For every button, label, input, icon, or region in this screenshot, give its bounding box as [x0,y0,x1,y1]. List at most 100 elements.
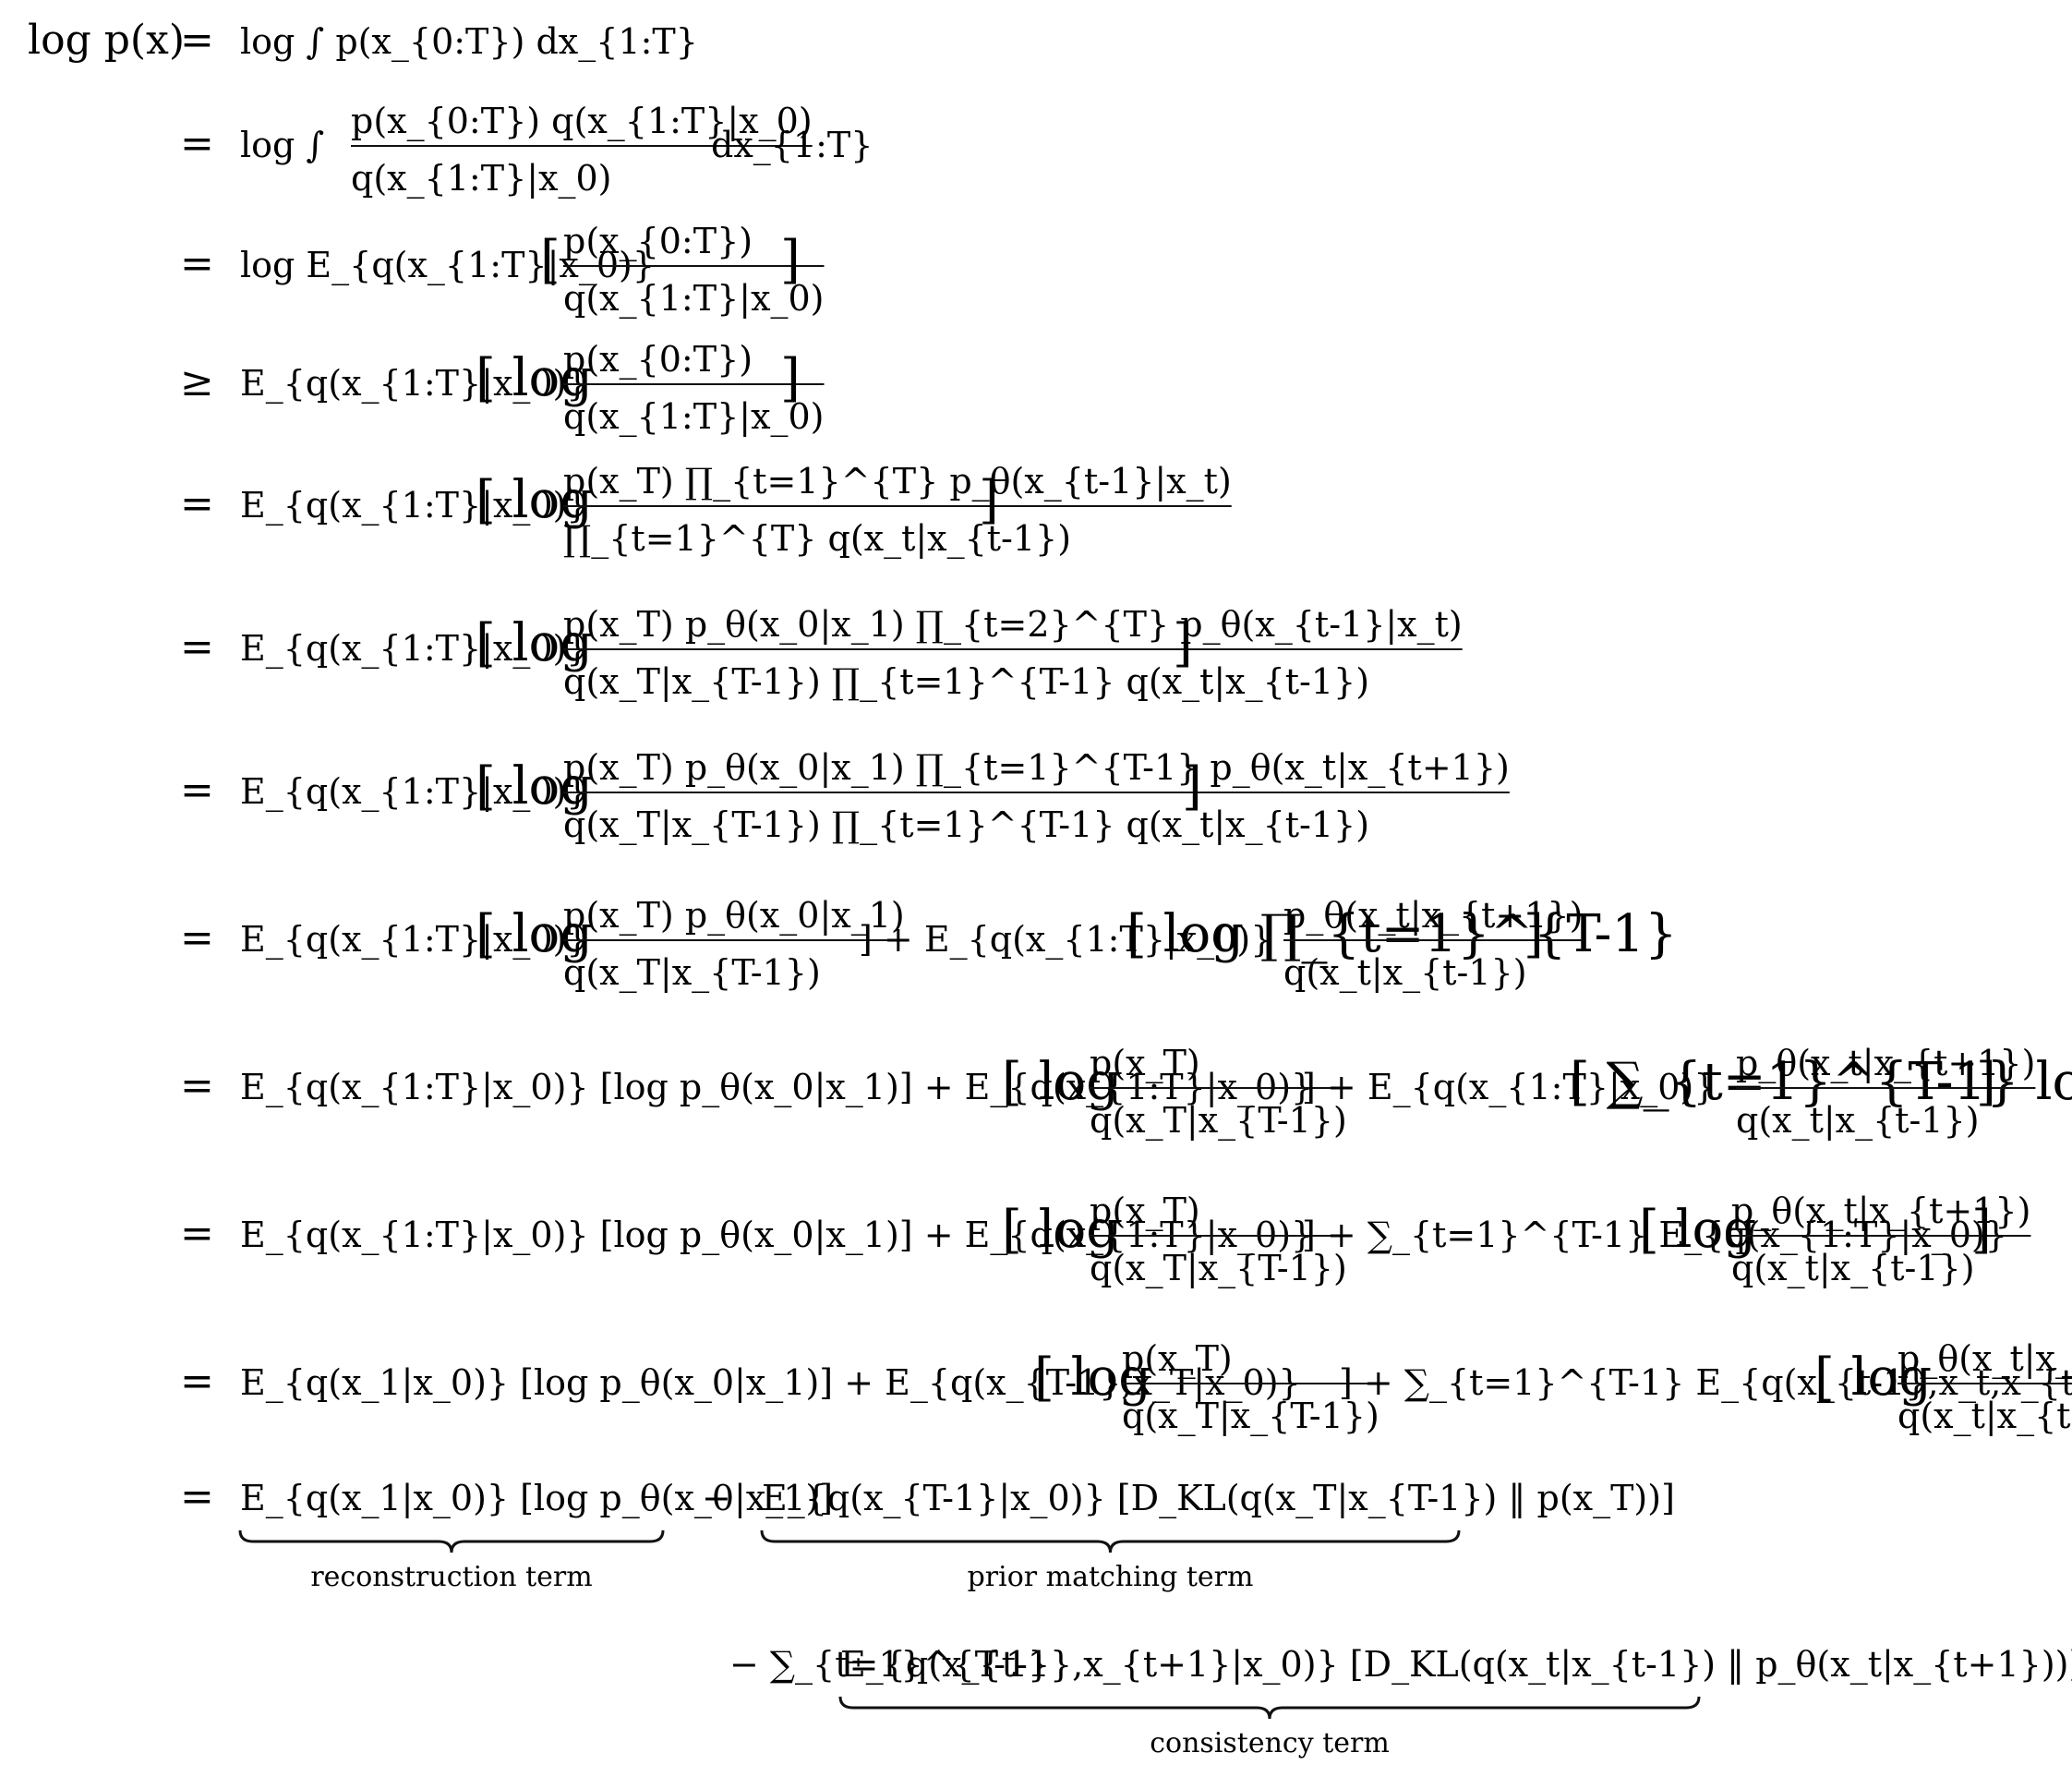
math-expression: [ log [476,613,593,673]
math-expression: E_{q(x_{1:T}|x_0)} [240,771,589,813]
derivation-line: =log ∫ p(x_{0:T}) dx_{1:T} [180,17,698,64]
derivation-line: =log E_{q(x_{1:T}|x_0)}[p(x_{0:T})q(x_{1… [180,221,825,320]
fraction-denominator: q(x_T|x_{T-1}) [1090,1100,1347,1142]
fraction-numerator: p(x_T) [1090,1043,1200,1084]
math-expression: ] [1173,613,1193,673]
fraction-denominator: q(x_T|x_{T-1}) ∏_{t=1}^{T-1} q(x_t|x_{t-… [563,804,1369,846]
math-expression: [ log [476,470,593,530]
derivation-line: = E_{q(x_1|x_0)} [log p_θ(x_0|x_1)]recons… [180,1473,1675,1593]
fraction-numerator: p(x_{0:T}) [563,221,753,262]
math-expression: E_{q(x_{1:T}|x_0)} [240,363,589,405]
fraction: p_θ(x_t|x_{t+1})q(x_t|x_{t-1}) [1283,895,1584,994]
fraction: p(x_T) q(x_T|x_{T-1}) [1090,1191,1347,1289]
math-expression: ] [1524,904,1544,964]
relation-symbol: = [180,240,214,287]
relation-symbol: = [180,1062,214,1109]
fraction-denominator: q(x_T|x_{T-1}) ∏_{t=1}^{T-1} q(x_t|x_{t-… [563,661,1369,703]
math-expression: ] [1976,1052,1996,1112]
fraction-numerator: p_θ(x_t|x_{t+1}) [1283,895,1583,937]
underbrace-label: consistency term [1150,1727,1390,1759]
math-expression: log ∫ [240,125,324,165]
underbrace [760,1529,1461,1553]
math-expression: [ log [476,904,593,964]
math-expression: [ log [1034,1348,1151,1408]
fraction-numerator: p(x_T) [1090,1191,1200,1232]
fraction-numerator: p(x_{0:T}) [563,339,753,381]
fraction-denominator: ∏_{t=1}^{T} q(x_t|x_{t-1}) [563,518,1071,560]
fraction-numerator: p(x_T) p_θ(x_0|x_1) ∏_{t=1}^{T-1} p_θ(x_… [563,747,1510,789]
fraction-numerator: p_θ(x_t|x_{t+1}) [1736,1043,2035,1084]
underbrace [238,1529,665,1553]
math-expression: [ log [1814,1348,1932,1408]
derivation-line: =log ∫p(x_{0:T}) q(x_{1:T}|x_0)q(x_{1:T}… [180,101,873,199]
relation-symbol: = [180,1210,214,1257]
fraction-numerator: p_θ(x_t|x_{t+1}) [1731,1191,2030,1232]
relation-symbol: = [180,1358,214,1405]
fraction-denominator: q(x_{1:T}|x_0) [563,278,825,320]
relation-symbol: = [180,914,214,961]
math-expression: [ ∑_{t=1}^{T-1} log [1570,1052,2072,1112]
math-expression: ] [979,470,999,530]
fraction-denominator: q(x_T|x_{T-1}) [1090,1248,1347,1289]
fraction: p_θ(x_t|x_{t+1}) q(x_t|x_{t-1}) [1736,1043,2036,1142]
derivation-line: ≥E_{q(x_{1:T}|x_0)}[ logp(x_{0:T})q(x_{1… [180,339,825,438]
fraction: p_θ(x_t|x_{t+1}) q(x_t|x_{t-1}) [1731,1191,2031,1289]
math-expression: dx_{1:T} [711,125,873,166]
fraction: p(x_T) p_θ(x_0|x_1) ∏_{t=1}^{T-1} p_θ(x_… [563,747,1510,846]
math-expression: ] [1182,756,1202,816]
relation-symbol: = [180,480,214,527]
equation-lhs: log p(x) [28,17,185,64]
relation-symbol: ≥ [180,358,214,405]
fraction: p(x_T) p_θ(x_0|x_1)q(x_T|x_{T-1}) [563,895,905,994]
math-expression: [ log [1639,1200,1756,1260]
math-expression: ] + E_{q(x_{1:T}|x_0)} [859,919,1272,961]
fraction-denominator: q(x_t|x_{t-1}) [1736,1100,1980,1142]
fraction: p_θ(x_t|x_{t+1})q(x_t|x_{t-1}) [1897,1338,2072,1437]
relation-symbol: = [180,1473,214,1520]
derivation-line: =E_{q(x_{1:T}|x_0)} [log p_θ(x_0|x_1)] +… [180,1043,2072,1142]
fraction-numerator: p(x_T) [1122,1338,1233,1380]
math-expression: E_{q(x_{1:T}|x_0)} [240,919,589,961]
math-expression: ] [780,348,801,408]
math-expression: E_{q(x_{t-1},x_{t+1}|x_0)} [D_KL(q(x_t|x… [840,1644,2072,1686]
relation-symbol: = [180,767,214,814]
math-expression: E_{q(x_{1:T}|x_0)} [240,628,589,670]
underbrace-label: prior matching term [968,1561,1254,1593]
relation-symbol: = [180,623,214,671]
math-expression: [ log [1002,1052,1119,1112]
math-expression: [ log ∏_{t=1}^{T-1} [1126,904,1678,964]
math-expression: E_{q(x_{1:T}|x_0)} [240,485,589,526]
fraction-denominator: q(x_T|x_{T-1}) [1122,1396,1379,1437]
math-expression: − [702,1478,731,1518]
math-expression: ] + E_{q(x_{1:T}|x_0)} [1302,1067,1716,1108]
math-expression: ] [1971,1200,1992,1260]
fraction: p(x_T) q(x_T|x_{T-1}) [1090,1043,1347,1142]
derivation-line: =E_{q(x_1|x_0)} [log p_θ(x_0|x_1)] + E_{… [180,1338,2072,1437]
equation-lines: =log ∫ p(x_{0:T}) dx_{1:T}=log ∫p(x_{0:T… [180,17,2072,1759]
relation-symbol: = [180,120,214,167]
math-expression: [ [540,230,560,290]
derivation-line: − ∑_{t=1}^{T-1}E_{q(x_{t-1},x_{t+1}|x_0)… [729,1644,2072,1759]
fraction-numerator: p(x_{0:T}) q(x_{1:T}|x_0) [351,101,813,142]
math-expression: [ log [1002,1200,1119,1260]
fraction: p(x_{0:T}) q(x_{1:T}|x_0) [563,339,825,438]
underbrace [838,1696,1701,1720]
fraction: p(x_T) p_θ(x_0|x_1) ∏_{t=2}^{T} p_θ(x_{t… [563,604,1463,703]
fraction: p(x_{0:T}) q(x_{1:T}|x_0) [563,221,825,320]
fraction: p(x_T) q(x_T|x_{T-1}) [1122,1338,1379,1437]
math-expression: E_{q(x_1|x_0)} [log p_θ(x_0|x_1)] [240,1478,833,1519]
fraction-numerator: p(x_T) ∏_{t=1}^{T} p_θ(x_{t-1}|x_t) [563,461,1232,502]
derivation-line: =E_{q(x_{1:T}|x_0)} [log p_θ(x_0|x_1)] +… [180,1191,2031,1289]
math-expression: E_{q(x_{T-1}|x_0)} [D_KL(q(x_T|x_{T-1}) … [762,1478,1675,1519]
math-expression: ] [780,230,801,290]
fraction-denominator: q(x_{1:T}|x_0) [563,396,825,438]
fraction-denominator: q(x_t|x_{t-1}) [1731,1248,1975,1289]
relation-symbol: = [180,17,214,64]
underbrace-label: reconstruction term [310,1561,592,1593]
fraction: p(x_T) ∏_{t=1}^{T} p_θ(x_{t-1}|x_t) ∏_{t=… [563,461,1232,560]
fraction-numerator: p_θ(x_t|x_{t+1}) [1897,1338,2072,1380]
